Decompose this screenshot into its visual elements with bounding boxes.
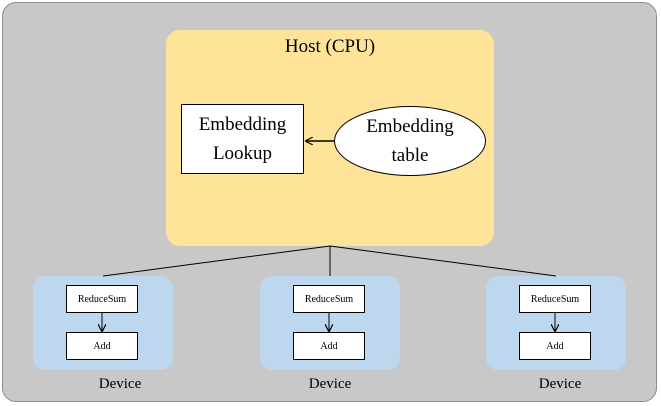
device-label-1: Device xyxy=(98,376,142,392)
embedding-lookup-box: Embedding Lookup xyxy=(181,104,304,174)
reducesum-box: ReduceSum xyxy=(519,285,591,313)
add-box: Add xyxy=(66,332,138,360)
device-panel-1: ReduceSum Add xyxy=(33,276,173,370)
device-panel-3: ReduceSum Add xyxy=(486,276,626,370)
reducesum-box: ReduceSum xyxy=(293,285,365,313)
device-label-2: Device xyxy=(308,376,352,392)
device-panel-2: ReduceSum Add xyxy=(260,276,400,370)
host-panel: Host (CPU) Embedding Lookup Embedding ta… xyxy=(166,30,494,246)
host-title: Host (CPU) xyxy=(284,36,376,57)
add-box: Add xyxy=(519,332,591,360)
device-label-3: Device xyxy=(538,376,582,392)
embedding-table-ellipse: Embedding table xyxy=(334,106,486,176)
add-box: Add xyxy=(293,332,365,360)
reducesum-box: ReduceSum xyxy=(66,285,138,313)
